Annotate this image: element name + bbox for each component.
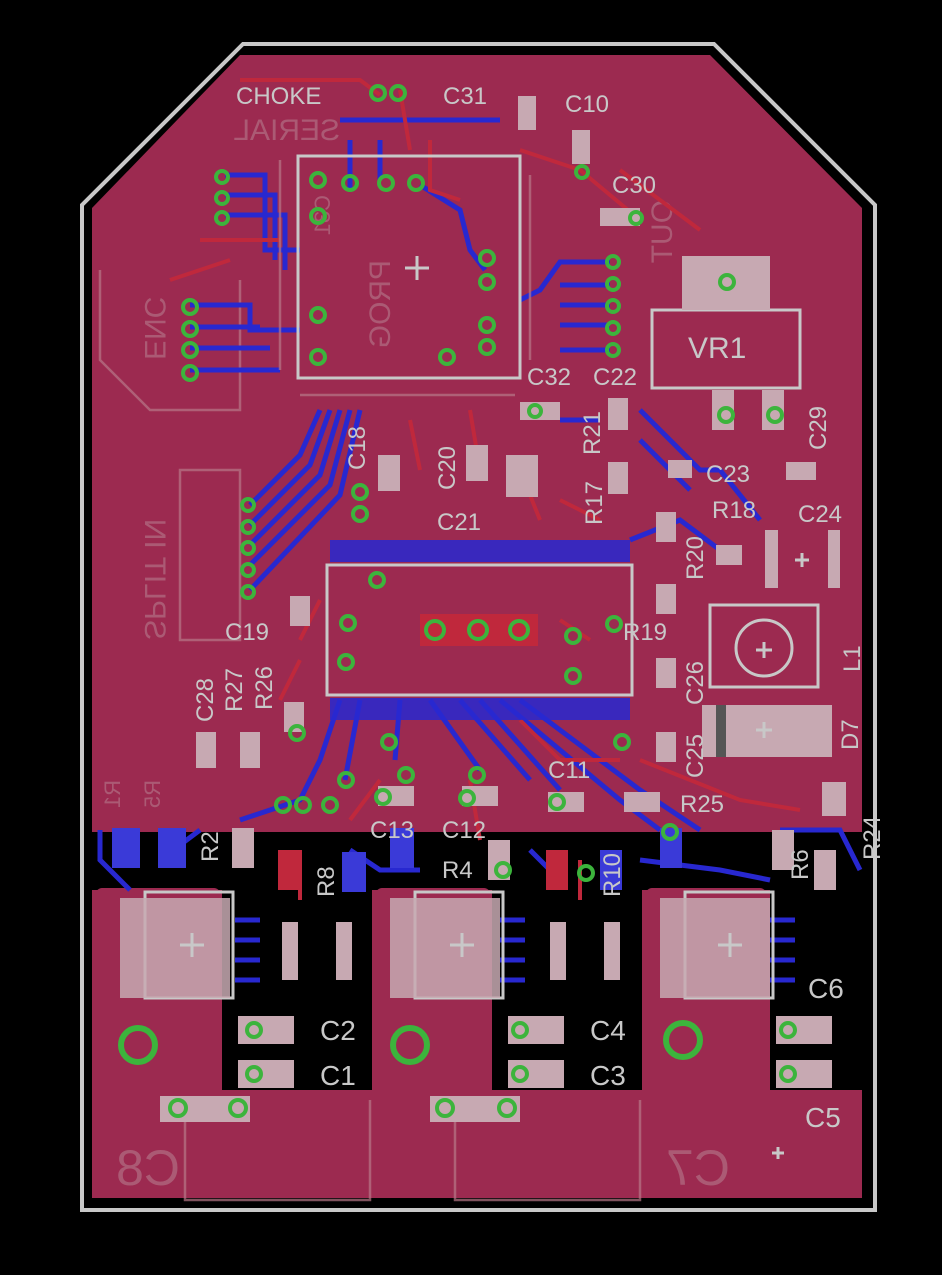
label-c1: C1 (320, 1060, 356, 1091)
label-r18: R18 (712, 497, 756, 524)
label-c30: C30 (612, 172, 656, 199)
label-r27: R27 (221, 668, 248, 712)
label-c31: C31 (443, 83, 487, 110)
label-r25: R25 (680, 791, 724, 818)
mcu-outline (296, 154, 522, 380)
header-pads (420, 614, 538, 646)
label-c7: C7 (666, 1140, 730, 1196)
pour-cutout (770, 890, 862, 1090)
label-c21: C21 (437, 509, 481, 536)
driver-ic-outline (325, 563, 634, 697)
label-c23: C23 (706, 461, 750, 488)
label-r24: R24 (859, 816, 886, 860)
label-c5: C5 (805, 1102, 841, 1133)
label-split-in: SPLIT IN (138, 519, 171, 640)
label-d7: D7 (837, 719, 864, 750)
mosfet-q1 (120, 890, 352, 1000)
label-r19: R19 (623, 619, 667, 646)
label-vr1: VR1 (688, 332, 746, 365)
label-c29: C29 (805, 406, 832, 450)
label-r4: R4 (442, 857, 473, 884)
label-c2: C2 (320, 1015, 356, 1046)
pour-cutout (92, 832, 862, 890)
label-r17: R17 (581, 481, 608, 525)
top-silkscreen: CHOKE C31 C10 C30 VR1 C32 C22 R21 C29 C1… (180, 83, 886, 1159)
label-c8: C8 (116, 1140, 180, 1196)
label-c11: C11 (548, 757, 590, 784)
label-c12: C12 (442, 817, 486, 844)
label-r5: R5 (140, 780, 165, 808)
board-outline (80, 42, 877, 1212)
label-c10: C10 (565, 91, 609, 118)
label-c22: C22 (593, 364, 637, 391)
label-r1: R1 (100, 780, 125, 808)
label-c20: C20 (434, 446, 461, 490)
label-r6: R6 (787, 849, 814, 880)
vias (118, 84, 797, 1118)
label-r21: R21 (579, 411, 606, 455)
label-c6: C6 (808, 973, 844, 1004)
driver-ic-pins (330, 540, 630, 720)
label-c18: C18 (344, 426, 371, 470)
label-r2: R2 (197, 831, 224, 862)
label-c25: C25 (682, 734, 709, 778)
label-prog: PROG (364, 260, 397, 348)
label-c3: C3 (590, 1060, 626, 1091)
label-c32: C32 (527, 364, 571, 391)
label-c19: C19 (225, 619, 269, 646)
label-c28: C28 (192, 678, 219, 722)
label-c26: C26 (682, 661, 709, 705)
label-c24: C24 (798, 501, 842, 528)
smd-pads (112, 96, 846, 1122)
label-r26: R26 (251, 666, 278, 710)
vr1-tab-pad (682, 256, 770, 310)
label-c4: C4 (590, 1015, 626, 1046)
label-r8: R8 (313, 866, 340, 897)
bottom-silkscreen: SERIAL ENC SPLIT IN PROG OUT C31 C8 C7 R… (98, 114, 730, 1202)
label-choke: CHOKE (236, 83, 321, 110)
mosfet-q2 (390, 890, 620, 1000)
label-serial: SERIAL (233, 114, 340, 147)
mosfet-q3 (660, 890, 775, 1000)
l1-outline (708, 603, 820, 689)
label-enc: ENC (138, 297, 171, 360)
label-r10: R10 (599, 853, 626, 897)
label-c31-bottom: C31 (310, 195, 335, 235)
components (112, 96, 846, 1122)
label-c13: C13 (370, 817, 414, 844)
label-l1: L1 (839, 645, 866, 672)
label-r20: R20 (682, 536, 709, 580)
